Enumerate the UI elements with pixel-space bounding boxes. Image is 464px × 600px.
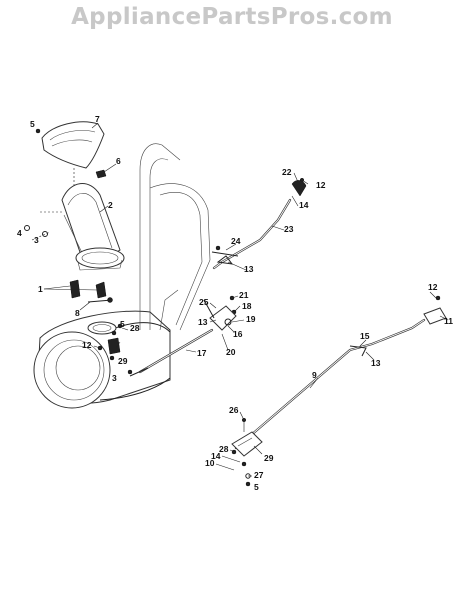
callout-7: 7: [95, 114, 100, 124]
linkage-rod-17: [129, 328, 214, 377]
callout-24: 24: [231, 236, 241, 246]
callout-25: 25: [199, 297, 209, 307]
callout-4: 4: [17, 228, 22, 238]
callout-18: 18: [242, 301, 252, 311]
callout-28: 28: [130, 323, 140, 333]
callout-29: 29: [264, 453, 274, 463]
callout-21: 21: [239, 290, 249, 300]
callout-9: 9: [312, 370, 317, 380]
callout-16: 16: [233, 329, 243, 339]
upper-control-rod: [211, 180, 307, 270]
long-control-rod: [234, 307, 447, 450]
callout-8: 8: [75, 308, 80, 318]
callout-13: 13: [198, 317, 208, 327]
handle-frame: [139, 143, 211, 331]
callout-13: 13: [244, 264, 254, 274]
hardware: [24, 128, 441, 487]
callout-28: 28: [219, 444, 229, 454]
chute-deflector: [41, 121, 105, 169]
pivot-bracket: [203, 299, 237, 331]
callout-19: 19: [246, 314, 256, 324]
callout-20: 20: [226, 347, 236, 357]
callout-12: 12: [428, 282, 438, 292]
callout-5: 5: [254, 482, 259, 492]
callout-3: 3: [112, 373, 117, 383]
chute-brackets: [69, 279, 113, 303]
callout-6: 6: [116, 156, 121, 166]
watermark: AppliancePartsPros.com: [71, 4, 393, 30]
callout-5: 5: [30, 119, 35, 129]
callout-17: 17: [197, 348, 207, 358]
callout-12: 12: [316, 180, 326, 190]
callout-26: 26: [229, 405, 239, 415]
callout-2: 2: [108, 200, 113, 210]
callout-10: 10: [205, 458, 215, 468]
callout-12: 12: [82, 340, 92, 350]
auger-housing: [33, 310, 171, 409]
callout-1: 1: [38, 284, 43, 294]
part-callouts: 5 7 6 2 4 3 1 8 22 12 14 24 23 13 25 21 …: [17, 114, 453, 492]
callout-14: 14: [211, 451, 221, 461]
callout-13: 13: [371, 358, 381, 368]
discharge-chute: [61, 183, 125, 271]
callout-22: 22: [282, 167, 292, 177]
callout-27: 27: [254, 470, 264, 480]
callout-11: 11: [444, 316, 453, 326]
callout-23: 23: [284, 224, 294, 234]
callout-29: 29: [118, 356, 128, 366]
callout-15: 15: [360, 331, 370, 341]
callout-5: 5: [120, 319, 125, 329]
callout-3: 3: [34, 235, 39, 245]
callout-14: 14: [299, 200, 309, 210]
lower-bracket: [231, 420, 263, 457]
leader-lines: [43, 122, 449, 477]
